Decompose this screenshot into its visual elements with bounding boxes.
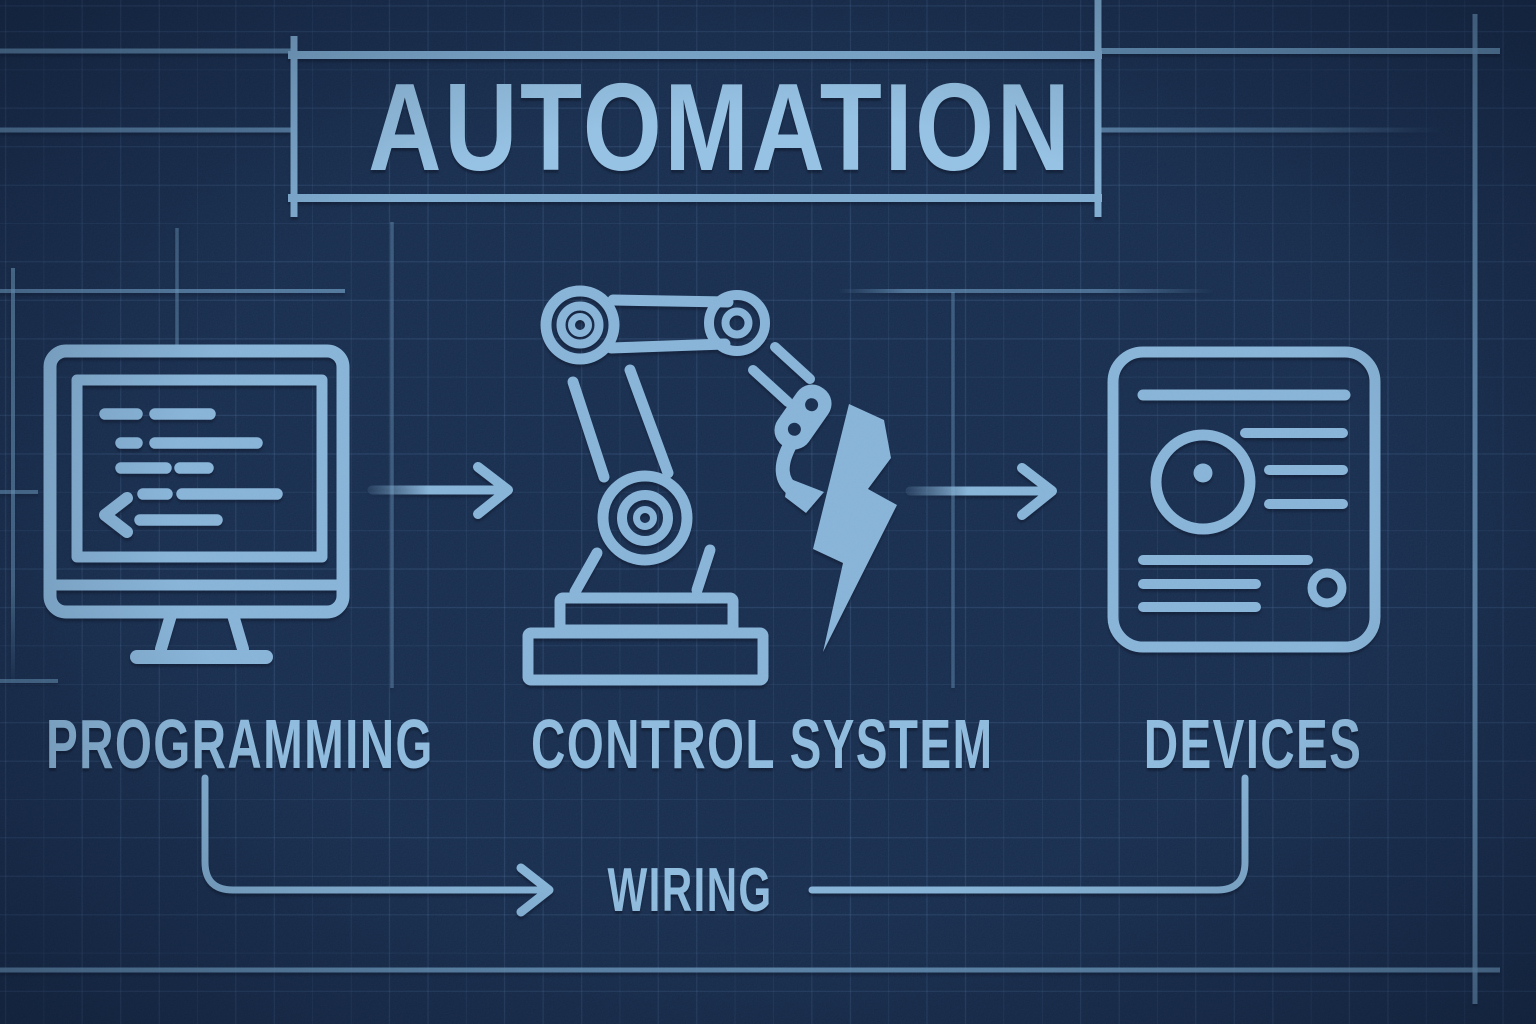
dial-dot bbox=[1193, 463, 1213, 483]
label-wiring: WIRING bbox=[607, 856, 773, 925]
wiring-path-right bbox=[808, 774, 1249, 894]
wiring-path-left bbox=[201, 774, 546, 894]
page-title: AUTOMATION bbox=[368, 59, 1073, 197]
arrow-control-to-devices bbox=[905, 463, 1057, 520]
label-devices: DEVICES bbox=[1143, 705, 1363, 783]
code-lines bbox=[99, 408, 283, 526]
gripper-finger bbox=[785, 478, 824, 513]
device-panel-icon bbox=[1107, 346, 1381, 653]
robot-arm-icon bbox=[522, 285, 832, 686]
label-control-system: CONTROL SYSTEM bbox=[531, 705, 994, 783]
label-programming: PROGRAMMING bbox=[46, 705, 434, 783]
lightning-bolt-icon bbox=[813, 404, 897, 652]
panel-button bbox=[1307, 568, 1347, 608]
code-chevron-icon bbox=[99, 492, 133, 538]
monitor-code-icon bbox=[43, 344, 350, 664]
